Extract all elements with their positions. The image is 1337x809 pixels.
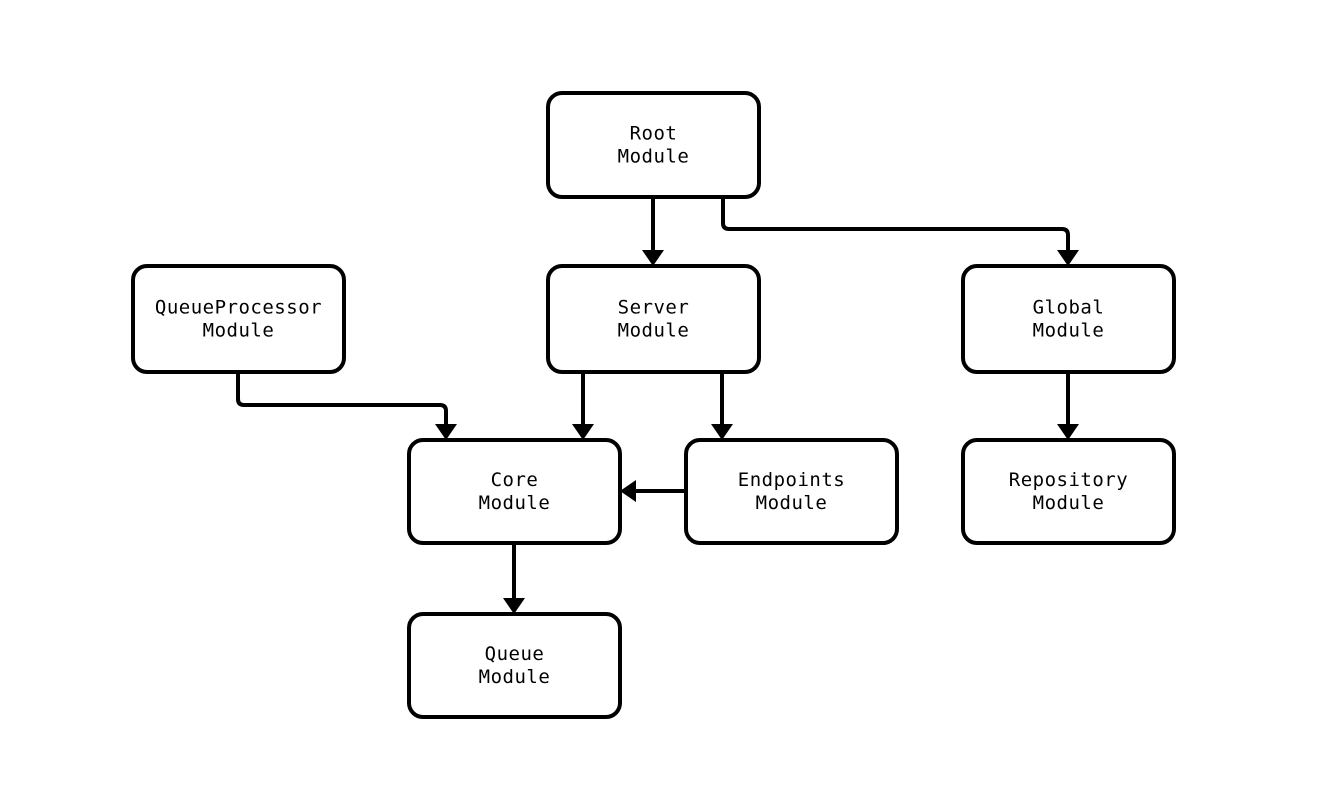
node-label-primary: Endpoints [738,469,845,491]
node-label-primary: QueueProcessor [155,297,322,319]
node-box[interactable] [684,438,899,545]
node-label-secondary: Module [618,146,690,168]
node-label-secondary: Module [479,666,551,688]
node-box[interactable] [546,91,761,199]
edge-queueprocessor-to-core [236,372,457,440]
node-box[interactable] [407,438,622,545]
edge-line [236,372,448,426]
arrow-head-icon [572,424,594,440]
node-box[interactable] [961,264,1176,374]
arrow-head-icon [620,480,636,502]
node-label-primary: Repository [1009,469,1128,491]
node-label-primary: Global [1033,297,1105,319]
arrow-head-icon [1057,424,1079,440]
edge-core-to-queue [503,543,525,614]
node-label-secondary: Module [1033,492,1105,514]
node-label-secondary: Module [1033,320,1105,342]
edge-line [721,197,1070,252]
node-label-secondary: Module [756,492,828,514]
edge-root-to-global [721,197,1079,266]
node-box[interactable] [407,612,622,719]
node-label-secondary: Module [479,492,551,514]
arrow-head-icon [435,424,457,440]
edge-root-to-server [642,197,664,266]
edge-endpoints-to-core [620,480,686,502]
node-label-primary: Core [491,469,539,491]
node-box[interactable] [131,264,346,374]
node-label-secondary: Module [203,320,275,342]
arrow-head-icon [1057,250,1079,266]
edges-layer [236,197,1079,614]
arrow-head-icon [503,598,525,614]
node-label-primary: Root [630,123,678,145]
node-label-primary: Server [618,297,690,319]
node-box[interactable] [546,264,761,374]
nodes-layer: RootModuleQueueProcessorModuleServerModu… [131,91,1176,719]
edge-global-to-repository [1057,372,1079,440]
arrow-head-icon [642,250,664,266]
edge-server-to-core [572,372,594,440]
arrow-head-icon [711,424,733,440]
edge-server-to-endpoints [711,372,733,440]
node-label-primary: Queue [485,643,545,665]
node-box[interactable] [961,438,1176,545]
node-label-secondary: Module [618,320,690,342]
